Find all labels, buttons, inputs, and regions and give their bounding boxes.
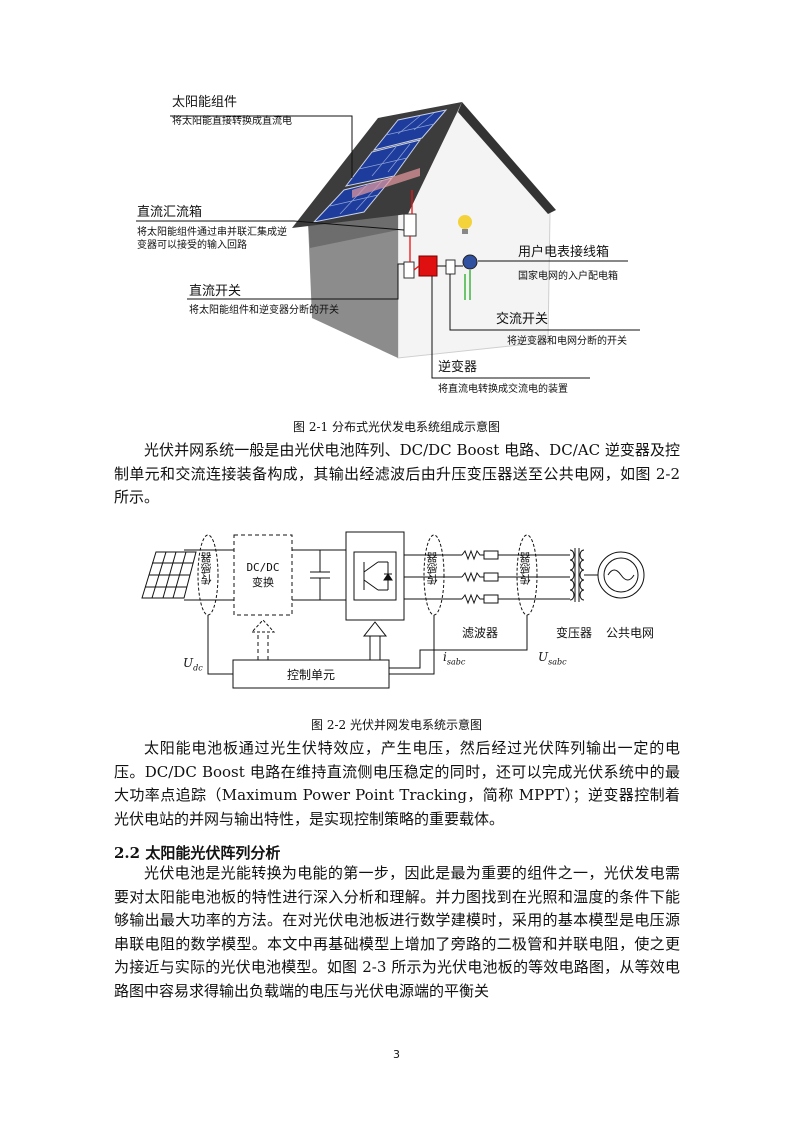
label-desc: 将逆变器和电网分断的开关 [507, 336, 627, 347]
udc-subscript: dc [193, 663, 203, 673]
dcdc-label: DC/DC 变换 [234, 560, 292, 590]
label-ac-switch: 交流开关 将逆变器和电网分断的开关 [496, 312, 627, 348]
label-title: 交流开关 [496, 312, 549, 327]
label-meter-box: 用户电表接线箱 国家电网的入户配电箱 [518, 245, 618, 283]
page-number: 3 [393, 1048, 400, 1061]
paragraph: 光伏电池是光能转换为电能的第一步，因此是最为重要的组件之一，光伏发电需要对太阳能… [114, 864, 680, 1000]
sensor-label: 传感器 [200, 552, 213, 585]
label-desc: 将太阳能组件和逆变器分断的开关 [189, 305, 339, 316]
house-illustration [136, 102, 640, 379]
label-desc: 将太阳能组件通过串并联汇集成逆变器可以接受的输入回路 [137, 227, 287, 251]
label-combiner-box: 直流汇流箱 将太阳能组件通过串并联汇集成逆变器可以接受的输入回路 [137, 205, 287, 252]
paragraph: 光伏并网系统一般是由光伏电池阵列、DC/DC Boost 电路、DC/AC 逆变… [114, 441, 680, 506]
usabc-symbol: U [538, 650, 549, 664]
paragraph: 太阳能电池板通过光生伏特效应，产生电压，然后经过光伏阵列输出一定的电压。DC/D… [114, 739, 680, 828]
isabc-symbol: i [443, 650, 447, 664]
udc-label: Udc [183, 656, 203, 672]
section-heading: 2.2 太阳能光伏阵列分析 [114, 844, 281, 862]
label-desc: 将直流电转换成交流电的装置 [438, 384, 568, 395]
isabc-label: isabc [443, 650, 465, 666]
label-inverter: 逆变器 将直流电转换成交流电的装置 [438, 360, 568, 396]
usabc-label: Usabc [538, 650, 567, 666]
control-unit-label: 控制单元 [286, 668, 335, 682]
label-title: 逆变器 [438, 360, 478, 375]
dcdc-line2: 变换 [252, 576, 274, 589]
label-desc: 将太阳能直接转换成直流电 [172, 116, 292, 127]
sensor-label: 传感器 [426, 552, 439, 585]
label-title: 用户电表接线箱 [518, 245, 610, 260]
usabc-subscript: sabc [548, 657, 567, 667]
label-solar-module: 太阳能组件 将太阳能直接转换成直流电 [172, 95, 292, 128]
label-title: 直流汇流箱 [137, 205, 203, 220]
label-desc: 国家电网的入户配电箱 [518, 271, 618, 282]
figure-caption: 图 2-1 分布式光伏发电系统组成示意图 [293, 420, 500, 434]
sensor-label: 传感器 [519, 552, 532, 585]
isabc-subscript: sabc [446, 657, 466, 667]
dcdc-line1: DC/DC [246, 561, 280, 574]
label-title: 直流开关 [189, 284, 242, 299]
grid-label: 公共电网 [606, 626, 655, 640]
filter-label: 滤波器 [462, 626, 499, 640]
label-dc-switch: 直流开关 将太阳能组件和逆变器分断的开关 [189, 284, 339, 317]
figure-caption: 图 2-2 光伏并网发电系统示意图 [311, 718, 482, 732]
transformer-label: 变压器 [556, 626, 593, 640]
grid-system-diagram [141, 531, 645, 689]
pv-panel-icon [141, 551, 197, 599]
label-title: 太阳能组件 [172, 95, 238, 110]
udc-symbol: U [183, 656, 194, 670]
